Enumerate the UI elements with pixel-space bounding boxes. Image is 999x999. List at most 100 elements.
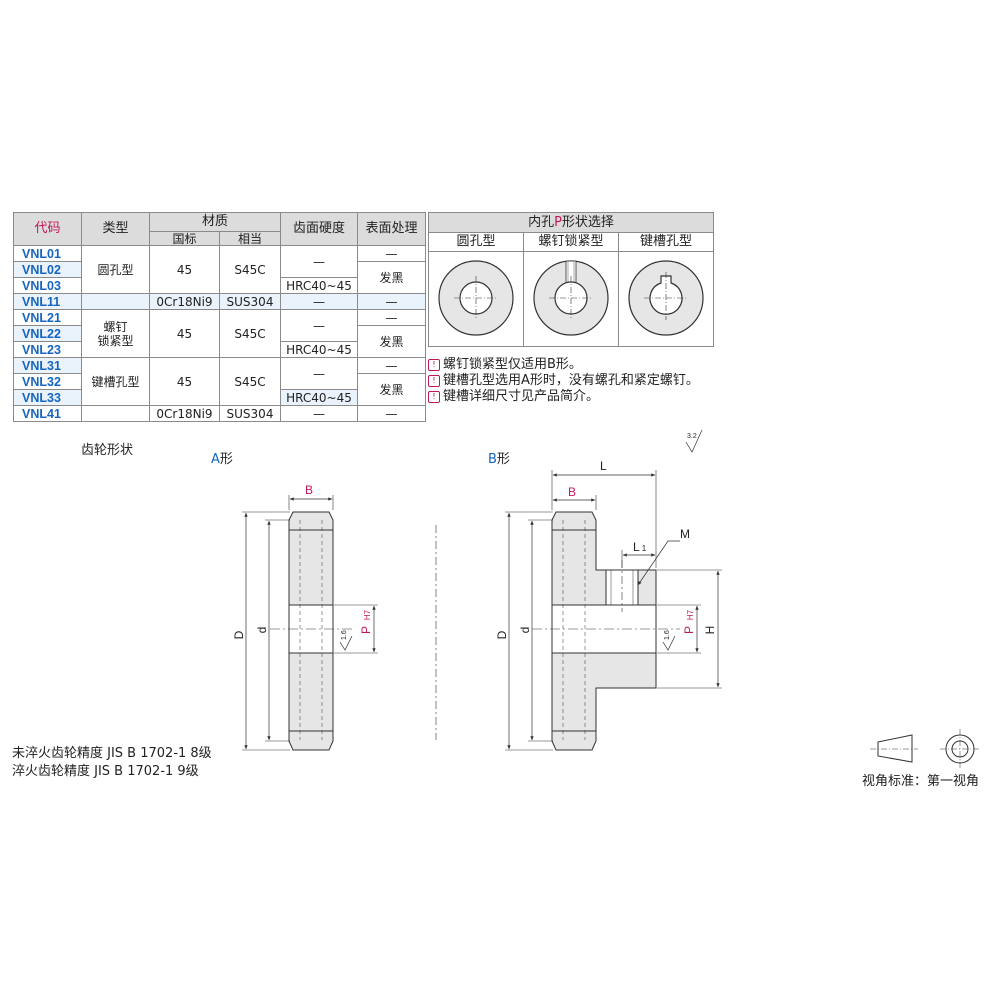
screw-bore-icon — [533, 260, 609, 336]
roughness-top: 3.2 — [687, 433, 697, 440]
first-angle-projection-icon — [870, 729, 980, 769]
shape-a-letter: A — [211, 452, 220, 467]
material-std-cell: 0Cr18Ni9 — [149, 293, 220, 310]
dim-H: H — [703, 626, 717, 635]
type-screw-line2: 锁紧型 — [97, 333, 134, 348]
header-code: 代码 — [13, 212, 82, 246]
code-cell: VNL33 — [13, 389, 82, 406]
table-row: VNL02 发黑 — [13, 261, 426, 294]
roughness-icon — [685, 429, 703, 453]
material-std-cell: 45 — [149, 357, 220, 406]
note-1: !螺钉锁紧型仅适用B形。 — [428, 357, 582, 373]
material-eq-cell: SUS304 — [219, 293, 281, 310]
spec-table: 代码 类型 材质 齿面硬度 表面处理 国标 相当 VNL01 圆孔型 45 S4… — [13, 212, 426, 422]
bore-pic-screw — [523, 252, 618, 346]
dim-M: M — [680, 527, 690, 541]
table-row: VNL33 HRC40~45 — [13, 389, 426, 406]
projection-label: 视角标准：第一视角 — [862, 774, 980, 789]
code-cell: VNL03 — [13, 277, 82, 294]
shape-b-suffix: 形 — [496, 452, 510, 467]
keyway-bore-icon — [628, 260, 704, 336]
dim-L: L — [600, 459, 607, 473]
surface-cell: — — [357, 357, 426, 374]
bore-col-keyway: 键槽孔型 — [618, 233, 713, 251]
bore-title-post: 形状选择 — [561, 215, 614, 230]
warning-icon: ! — [428, 391, 440, 403]
note-text: 螺钉锁紧型仅适用B形。 — [443, 357, 582, 372]
code-cell: VNL31 — [13, 357, 82, 374]
type-screw-line1: 螺钉 — [103, 319, 128, 334]
type-cell: 螺钉 锁紧型 — [81, 309, 150, 358]
table-row: VNL03 HRC40~45 — [13, 277, 426, 294]
surface-cell: 发黑 — [357, 261, 426, 294]
type-cell: 键槽孔型 — [81, 357, 150, 406]
dim-D-a: D — [232, 630, 246, 639]
dim-b-b: B — [568, 485, 576, 499]
table-row: VNL41 0Cr18Ni9 SUS304 — — — [13, 405, 426, 422]
type-cell: 圆孔型 — [81, 245, 150, 294]
table-row: VNL01 圆孔型 45 S45C — — — [13, 245, 426, 294]
table-row: VNL31 键槽孔型 45 S45C — — — [13, 357, 426, 406]
bore-pic-keyway — [618, 252, 713, 346]
table-row: VNL21 螺钉 锁紧型 45 S45C — — — [13, 309, 426, 358]
dim-d-a: d — [255, 627, 269, 634]
table-row: VNL11 0Cr18Ni9 SUS304 — — — [13, 293, 426, 310]
hardness-cell: — — [280, 245, 358, 278]
dim-h7-b: H7 — [686, 609, 695, 620]
dim-b-a: B — [305, 483, 313, 497]
material-std-cell: 45 — [149, 245, 220, 294]
bore-pic-round — [429, 252, 523, 346]
shape-a-suffix: 形 — [219, 452, 233, 467]
bore-title-pre: 内孔 — [528, 215, 555, 230]
round-bore-icon — [438, 260, 514, 336]
dim-L1-sub: 1 — [642, 544, 647, 553]
surface-cell: — — [357, 309, 426, 326]
bore-panel-title: 内孔P形状选择 — [429, 213, 713, 233]
hardness-cell: HRC40~45 — [280, 277, 358, 294]
bore-shape-panel: 内孔P形状选择 圆孔型 螺钉锁紧型 键槽孔型 — [428, 212, 714, 347]
material-eq-cell: S45C — [219, 309, 281, 358]
table-row: VNL32 发黑 — [13, 373, 426, 406]
warning-icon: ! — [428, 359, 440, 371]
dim-L1-main: L — [633, 540, 640, 554]
material-eq-cell: S45C — [219, 245, 281, 294]
table-row: VNL22 发黑 — [13, 325, 426, 358]
header-surface: 表面处理 — [357, 212, 426, 246]
surface-cell: 发黑 — [357, 325, 426, 358]
type-cell — [81, 293, 150, 310]
bore-col-screw: 螺钉锁紧型 — [523, 233, 618, 251]
bore-title-p: P — [554, 215, 562, 230]
header-material: 材质 — [149, 212, 281, 232]
code-cell: VNL32 — [13, 373, 82, 390]
dim-p-b: P — [682, 626, 696, 634]
accuracy-line-2: 淬火齿轮精度 JIS B 1702-1 9级 — [12, 764, 199, 779]
roughness-a: 1.6 — [341, 630, 348, 640]
material-std-cell: 0Cr18Ni9 — [149, 405, 220, 422]
surface-cell: — — [357, 405, 426, 422]
shape-b-letter: B — [488, 452, 497, 467]
code-cell: VNL41 — [13, 405, 82, 422]
shape-b-label: B形 — [488, 448, 510, 467]
hardness-cell: — — [280, 405, 358, 422]
accuracy-line-1: 未淬火齿轮精度 JIS B 1702-1 8级 — [12, 746, 212, 761]
dim-d-b: d — [518, 627, 532, 634]
material-eq-cell: S45C — [219, 357, 281, 406]
hardness-cell: — — [280, 309, 358, 342]
roughness-b: 1.6 — [664, 630, 671, 640]
material-eq-cell: SUS304 — [219, 405, 281, 422]
dim-p-a: P — [359, 626, 373, 634]
header-hardness: 齿面硬度 — [280, 212, 358, 246]
surface-cell: 发黑 — [357, 373, 426, 406]
code-cell: VNL01 — [13, 245, 82, 262]
header-material-eq: 相当 — [219, 231, 281, 246]
gear-a-drawing — [242, 495, 378, 751]
note-3: !键槽详细尺寸见产品简介。 — [428, 389, 599, 405]
note-2: !键槽孔型选用A形时，没有螺孔和紧定螺钉。 — [428, 373, 699, 389]
warning-icon: ! — [428, 375, 440, 387]
surface-cell: — — [357, 293, 426, 310]
gear-shape-label: 齿轮形状 — [81, 443, 134, 458]
bore-col-round: 圆孔型 — [456, 234, 496, 249]
dim-h7-a: H7 — [363, 609, 372, 620]
